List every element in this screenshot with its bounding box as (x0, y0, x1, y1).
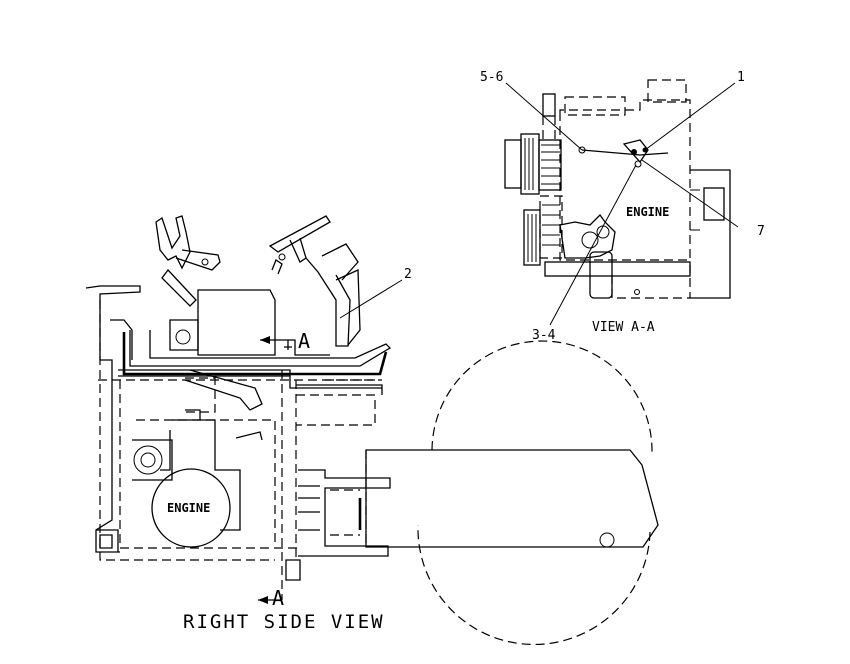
radiator-fins-lower (523, 195, 563, 266)
view-a-a: ENGINE 5-6 1 7 3-4 VIEW A-A (480, 70, 765, 343)
callout-5-6: 5-6 (480, 70, 503, 85)
engine-main: ENGINE (132, 409, 263, 548)
right-side-view: ENGINE A A 2 RIGHT SIDE VIEW (85, 215, 659, 646)
engine-label-view: ENGINE (626, 205, 669, 219)
section-marker-a-bottom: A (272, 586, 284, 610)
callout-7: 7 (757, 224, 765, 239)
section-marker-a: A (298, 329, 310, 353)
callout-2: 2 (404, 267, 412, 282)
right-side-view-title: RIGHT SIDE VIEW (183, 611, 385, 633)
callout-1: 1 (737, 70, 745, 85)
callout-3-4: 3-4 (532, 328, 556, 343)
engine-label-main: ENGINE (167, 501, 210, 515)
view-a-a-title: VIEW A-A (592, 320, 655, 335)
radiator-fins-upper (504, 133, 562, 195)
